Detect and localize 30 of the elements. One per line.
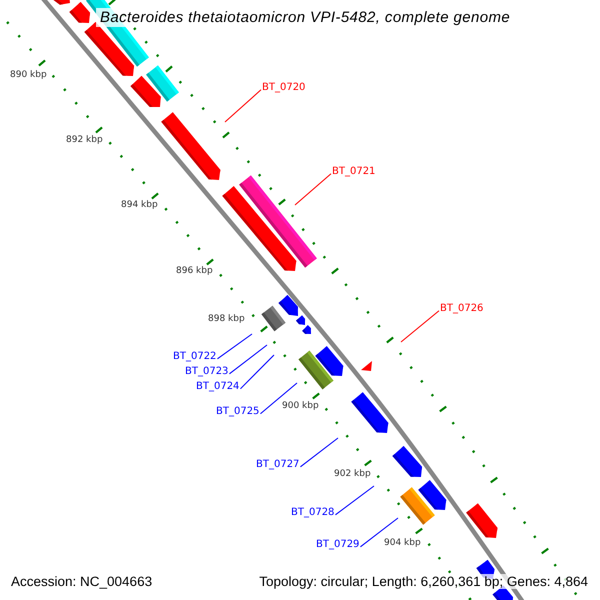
leader-line xyxy=(228,344,268,374)
scale-label: 896 kbp xyxy=(176,266,213,276)
scale-label: 904 kbp xyxy=(384,538,421,548)
gene-label: BT_0727 xyxy=(256,459,300,471)
scale-label: 894 kbp xyxy=(121,200,158,210)
leader-line xyxy=(224,89,262,122)
leader-line xyxy=(240,354,274,390)
leader-line xyxy=(360,518,398,548)
gene-label: BT_0722 xyxy=(173,351,216,363)
scale-label: 892 kbp xyxy=(66,135,103,145)
leader-line xyxy=(300,438,338,468)
gene-label: BT_0728 xyxy=(291,507,334,519)
gene-label: BT_0725 xyxy=(216,406,260,418)
footer-text: Accession: NC_004663 xyxy=(9,574,154,589)
scale-label: 902 kbp xyxy=(334,469,371,479)
leader-line xyxy=(334,486,374,516)
leader-line xyxy=(294,173,332,206)
scale-label: 900 kbp xyxy=(282,401,319,411)
gene-label: BT_0729 xyxy=(316,539,360,551)
leader-line xyxy=(260,382,298,414)
scale-label: 890 kbp xyxy=(10,70,47,80)
footer-text: Topology: circular; Length: 6,260,361 bp; Genes: 4,864 xyxy=(257,574,590,589)
leader-line xyxy=(400,310,440,342)
leader-line xyxy=(216,334,252,360)
gene-label: BT_0720 xyxy=(262,82,306,94)
gene-label: BT_0724 xyxy=(196,381,240,393)
gene-label: BT_0726 xyxy=(440,303,484,315)
gene-label: BT_0723 xyxy=(185,366,228,378)
gene-label: BT_0721 xyxy=(332,166,376,178)
scale-label: 898 kbp xyxy=(208,314,245,324)
